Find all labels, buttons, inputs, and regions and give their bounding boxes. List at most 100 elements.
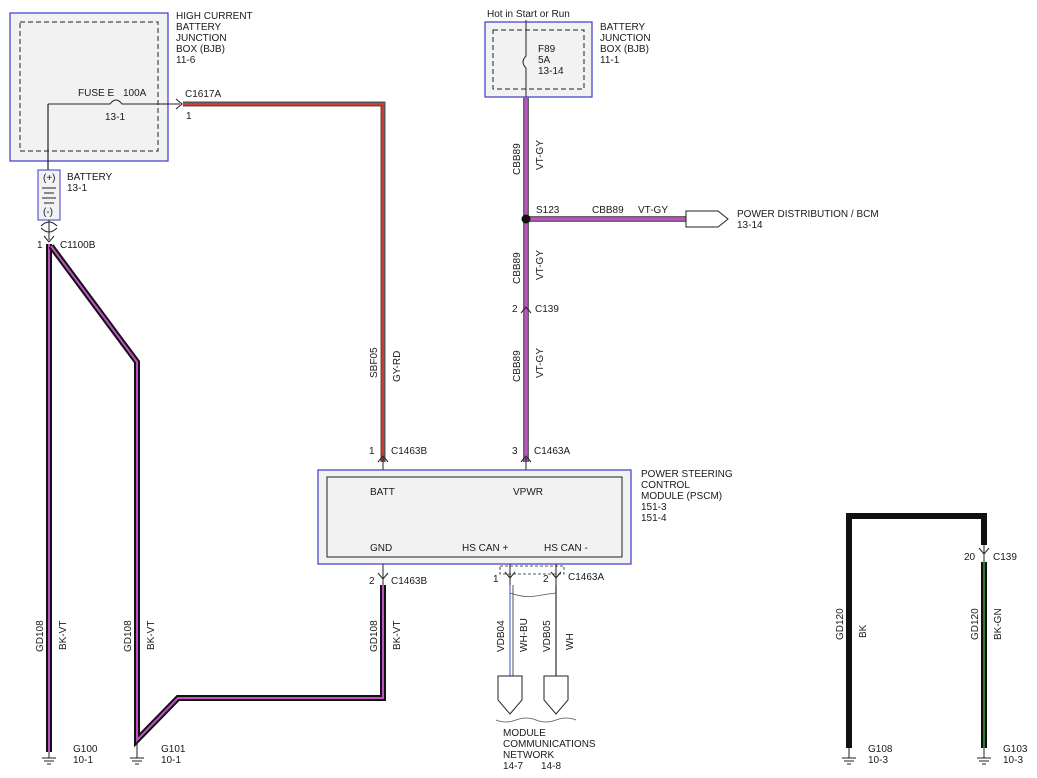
gd108-label-1: GD108: [35, 620, 46, 652]
c1463b-top: 1 C1463B: [369, 446, 427, 470]
wire-gd108-left: GD108 BK-VT: [35, 244, 69, 752]
c1463a-pin-b2: 2: [543, 574, 549, 585]
vtgy-label-2: VT-GY: [535, 250, 546, 280]
hcjb-label-1: HIGH CURRENT: [176, 11, 253, 22]
bjb-header: Hot in Start or Run: [487, 9, 570, 20]
ground-g108: G108 10-3: [842, 744, 893, 766]
g103-ref: 10-3: [1003, 755, 1023, 766]
gd108-label-3: GD108: [369, 620, 380, 652]
bk-label: BK: [858, 624, 869, 638]
g108-id: G108: [868, 744, 893, 755]
sbf05-label: SBF05: [369, 347, 380, 378]
c1100b-connector: 1 C1100B: [37, 235, 96, 251]
mcn-label-1: MODULE: [503, 728, 546, 739]
bjb-ref: 11-1: [600, 55, 620, 66]
wire-gd120-bkgn: GD120 BK-GN: [970, 562, 1004, 748]
c1463b-bottom: 2 C1463B: [369, 564, 427, 587]
g103-id: G103: [1003, 744, 1028, 755]
vdb05-label: VDB05: [542, 620, 553, 652]
g100-ref: 10-1: [73, 755, 93, 766]
pscm-module: BATT VPWR GND HS CAN + HS CAN - POWER ST…: [317, 469, 733, 565]
gd120-label-1: GD120: [835, 608, 846, 640]
vdb04-label: VDB04: [496, 620, 507, 652]
wh-label: WH: [565, 633, 576, 650]
cbb89-label-h: CBB89: [592, 205, 624, 216]
mcn-ref-2: 14-8: [541, 761, 561, 772]
pscm-label-2: CONTROL: [641, 480, 690, 491]
battery-plus: (+): [43, 173, 56, 184]
vtgy-label-1: VT-GY: [535, 140, 546, 170]
ground-g103: G103 10-3: [977, 744, 1028, 766]
c1463a-pin-top: 3: [512, 446, 518, 457]
c1463a-pin-b1: 1: [493, 574, 499, 585]
power-dist-ref: 13-14: [737, 220, 763, 231]
c1100b-pin: 1: [37, 240, 43, 251]
pscm-vpwr: VPWR: [513, 487, 543, 498]
battery-name: BATTERY: [67, 172, 113, 183]
wire-gd108-middle: GD108 BK-VT GD108 BK-VT: [48, 244, 403, 748]
s123-label: S123: [536, 205, 560, 216]
c139-right-id: C139: [993, 552, 1017, 563]
c139-connector: 2 C139: [512, 304, 559, 315]
bkvt-label-2: BK-VT: [146, 621, 157, 650]
fuse-e: FUSE E 100A 13-1: [47, 88, 180, 170]
splice-s123: S123 CBB89 VT-GY POWER DISTRIBUTION / BC…: [521, 205, 879, 231]
c1100b-id: C1100B: [60, 240, 96, 251]
power-dist-name: POWER DISTRIBUTION / BCM: [737, 209, 879, 220]
pscm-ref-2: 151-4: [641, 513, 667, 524]
c1463a-id-top: C1463A: [534, 446, 570, 457]
f89-name: F89: [538, 44, 556, 55]
c1463b-id-bottom: C1463B: [391, 576, 427, 587]
ground-g101: G101 10-1: [130, 742, 186, 766]
bjb-label-2: JUNCTION: [600, 33, 651, 44]
vtgy-label-3: VT-GY: [535, 348, 546, 378]
fuse-f89: F89 5A 13-14: [522, 20, 564, 97]
g108-ref: 10-3: [868, 755, 888, 766]
cbb89-label-2: CBB89: [512, 252, 523, 284]
high-current-bjb: HIGH CURRENT BATTERY JUNCTION BOX (BJB) …: [9, 11, 253, 162]
f89-ref: 13-14: [538, 66, 564, 77]
bjb-label-3: BOX (BJB): [600, 44, 649, 55]
mcn-ref-1: 14-7: [503, 761, 523, 772]
bjb-label-1: BATTERY: [600, 22, 646, 33]
c139-id: C139: [535, 304, 559, 315]
mcn-label-2: COMMUNICATIONS: [503, 739, 596, 750]
hcjb-ref: 11-6: [176, 55, 196, 66]
gd120-label-2: GD120: [970, 608, 981, 640]
ground-g100: G100 10-1: [42, 744, 98, 766]
pscm-batt: BATT: [370, 487, 395, 498]
g100-id: G100: [73, 744, 98, 755]
c1617a-connector: C1617A 1: [175, 89, 221, 122]
wire-vdb05: VDB05 WH: [509, 585, 576, 715]
wire-sbf05: SBF05 GY-RD: [183, 101, 403, 462]
vtgy-label-h: VT-GY: [638, 205, 668, 216]
wire-gd120-bk: GD120 BK: [835, 513, 987, 748]
battery: (+) (-) BATTERY 13-1: [37, 169, 113, 240]
pscm-label-1: POWER STEERING: [641, 469, 733, 480]
bjb: Hot in Start or Run BATTERY JUNCTION BOX…: [484, 9, 651, 98]
battery-minus: (-): [43, 207, 53, 218]
g101-ref: 10-1: [161, 755, 181, 766]
pscm-hscan-plus: HS CAN +: [462, 543, 509, 554]
f89-rating: 5A: [538, 55, 551, 66]
hcjb-label-3: JUNCTION: [176, 33, 227, 44]
g101-id: G101: [161, 744, 186, 755]
c1617a-pin: 1: [186, 111, 192, 122]
c1617a-id: C1617A: [185, 89, 221, 100]
c1463b-pin-bottom: 2: [369, 576, 375, 587]
cbb89-label-1: CBB89: [512, 143, 523, 175]
fuse-e-ref: 13-1: [105, 112, 125, 123]
pscm-gnd: GND: [370, 543, 392, 554]
module-comm-network: MODULE COMMUNICATIONS NETWORK 14-7 14-8: [495, 717, 596, 772]
battery-ref: 13-1: [67, 183, 87, 194]
wire-vdb04: VDB04 WH-BU: [496, 585, 530, 715]
hcjb-label-4: BOX (BJB): [176, 44, 225, 55]
wire-cbb89: CBB89 VT-GY CBB89 VT-GY CBB89 VT-GY: [512, 97, 546, 462]
gyrd-label: GY-RD: [392, 351, 403, 382]
pscm-hscan-minus: HS CAN -: [544, 543, 588, 554]
whbu-label: WH-BU: [519, 618, 530, 652]
hcjb-label-2: BATTERY: [176, 22, 222, 33]
mcn-label-3: NETWORK: [503, 750, 554, 761]
fuse-e-name: FUSE E: [78, 88, 114, 99]
